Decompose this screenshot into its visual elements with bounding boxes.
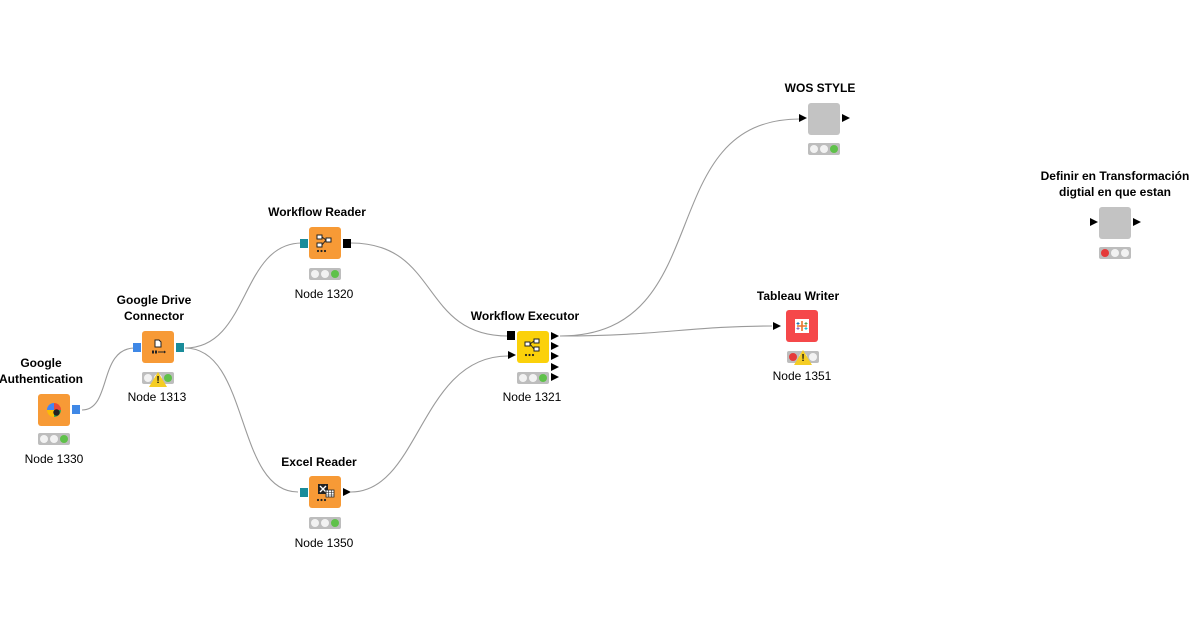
node-icon-box[interactable] <box>786 310 818 342</box>
status-light-green-off <box>809 353 817 361</box>
node-icon-box[interactable] <box>38 394 70 426</box>
connection-drive-to-excel-reader <box>184 347 299 493</box>
output-port[interactable] <box>551 332 559 340</box>
input-port[interactable] <box>133 343 141 352</box>
node-title: Workflow Executor <box>470 309 580 323</box>
connection-executor-to-tableau-writer <box>559 325 773 337</box>
status-light-red-off <box>144 374 152 382</box>
node-title: Excel Reader <box>281 455 357 469</box>
status-light-yellow-off <box>529 374 537 382</box>
node-icon-box[interactable] <box>309 476 341 508</box>
output-port[interactable] <box>842 114 850 122</box>
output-port[interactable] <box>176 343 184 352</box>
output-port[interactable] <box>72 405 80 414</box>
node-label: Node 1320 <box>294 287 354 301</box>
output-port[interactable] <box>551 342 559 350</box>
node-label: Node 1321 <box>502 390 562 404</box>
status-light-green-on <box>164 374 172 382</box>
output-port[interactable] <box>551 373 559 381</box>
input-port[interactable] <box>773 322 781 330</box>
input-port[interactable] <box>799 114 807 122</box>
status-light-yellow-off <box>321 270 329 278</box>
status-light-green-on <box>830 145 838 153</box>
status-light-red-off <box>40 435 48 443</box>
status-light-green-on <box>60 435 68 443</box>
status-traffic-light <box>517 372 549 384</box>
status-traffic-light <box>808 143 840 155</box>
status-light-red-off <box>810 145 818 153</box>
warning-mark: ! <box>801 353 805 364</box>
input-port[interactable] <box>300 488 308 497</box>
status-light-yellow-off <box>321 519 329 527</box>
node-title: Tableau Writer <box>756 289 840 303</box>
output-port[interactable] <box>343 239 351 248</box>
status-light-yellow-off <box>50 435 58 443</box>
status-light-red-off <box>519 374 527 382</box>
warning-icon[interactable] <box>794 350 812 365</box>
output-port[interactable] <box>551 363 559 371</box>
status-light-yellow-off <box>1111 249 1119 257</box>
status-traffic-light <box>309 517 341 529</box>
node-title: Workflow Reader <box>268 205 366 219</box>
node-title: Definir en Transformación digtial en que… <box>1040 169 1190 199</box>
node-label: Node 1330 <box>24 452 84 466</box>
node-label: Node 1351 <box>772 369 832 383</box>
status-light-red-on <box>1101 249 1109 257</box>
warning-mark: ! <box>156 375 160 386</box>
node-title: WOS STYLE <box>784 81 856 95</box>
status-traffic-light <box>1099 247 1131 259</box>
node-icon-box[interactable] <box>309 227 341 259</box>
node-icon-box[interactable] <box>517 331 549 363</box>
workflow-icon <box>524 338 540 357</box>
status-light-yellow-off <box>820 145 828 153</box>
input-port[interactable] <box>300 239 308 248</box>
node-label: Node 1350 <box>294 536 354 550</box>
status-traffic-light <box>38 433 70 445</box>
drive-connector-icon <box>152 339 166 354</box>
status-light-red-on <box>789 353 797 361</box>
output-port[interactable] <box>1133 218 1141 226</box>
node-title: Google Authentication <box>0 356 83 386</box>
input-port[interactable] <box>507 331 515 340</box>
output-port[interactable] <box>343 488 351 496</box>
input-port[interactable] <box>508 351 516 359</box>
excel-icon <box>316 484 335 502</box>
connection-excel-reader-to-executor <box>350 355 509 493</box>
warning-icon[interactable] <box>149 372 167 387</box>
input-port[interactable] <box>1090 218 1098 226</box>
status-light-red-off <box>311 270 319 278</box>
status-light-red-off <box>311 519 319 527</box>
node-icon-box[interactable] <box>808 103 840 135</box>
status-light-green-off <box>1121 249 1129 257</box>
node-icon-box[interactable] <box>1099 207 1131 239</box>
workflow-icon <box>316 234 332 253</box>
node-label: Node 1313 <box>127 390 187 404</box>
node-title: Google Drive Connector <box>116 293 192 323</box>
node-icon-box[interactable] <box>142 331 174 363</box>
output-port[interactable] <box>551 352 559 360</box>
google-auth-icon <box>47 403 61 417</box>
status-light-green-on <box>331 270 339 278</box>
tableau-icon <box>795 319 809 333</box>
status-light-green-on <box>331 519 339 527</box>
status-traffic-light <box>309 268 341 280</box>
status-light-green-on <box>539 374 547 382</box>
